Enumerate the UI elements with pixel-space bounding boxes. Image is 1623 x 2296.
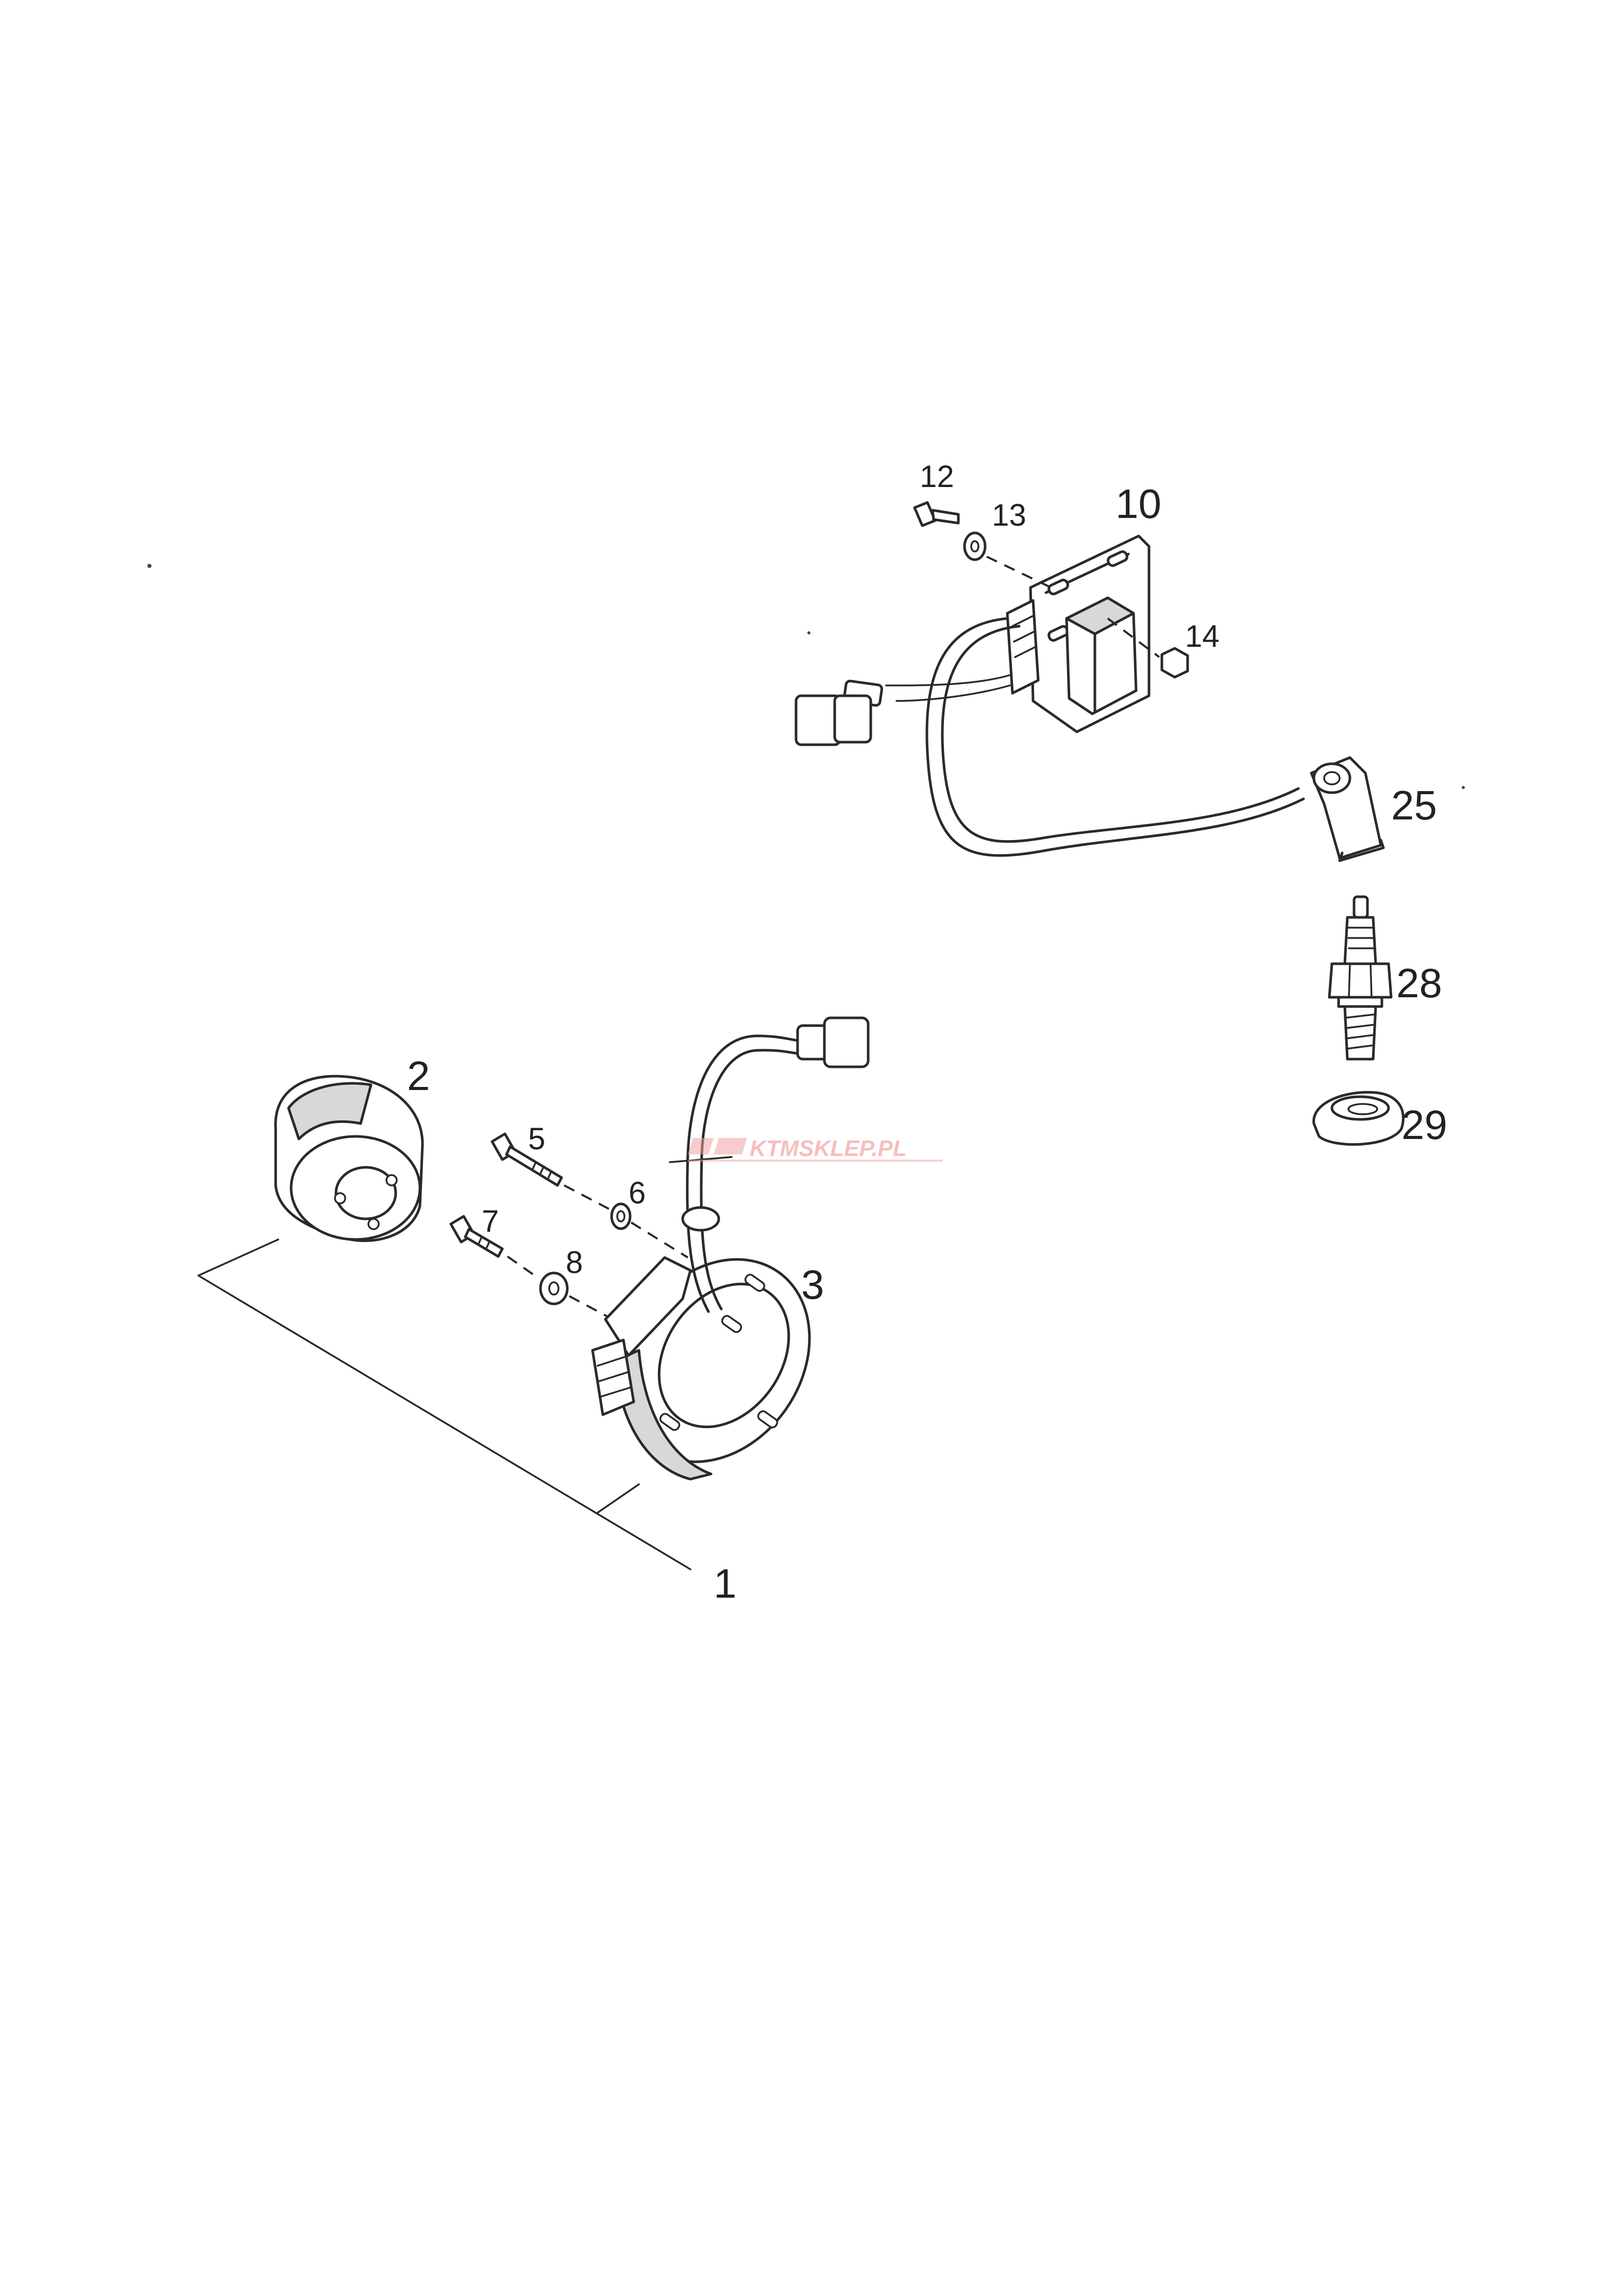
part-5-bolt	[491, 1132, 563, 1187]
part-28-spark-plug	[1328, 895, 1393, 1061]
part-13-washer	[963, 531, 987, 561]
label-part-25: 25	[1391, 782, 1437, 828]
label-part-2: 2	[407, 1053, 430, 1099]
label-part-13: 13	[992, 498, 1026, 532]
label-part-8: 8	[566, 1245, 583, 1280]
assembly-1-bracket	[197, 1238, 691, 1570]
part-6-washer	[610, 1202, 632, 1230]
part-12-bolt	[913, 501, 960, 527]
part-3-stator	[591, 1016, 870, 1481]
part-8-washer	[539, 1271, 569, 1305]
speck	[147, 564, 151, 568]
label-part-10: 10	[1115, 481, 1161, 527]
label-part-28: 28	[1396, 960, 1442, 1006]
label-part-3: 3	[801, 1262, 824, 1308]
ignition-coil-assembly	[794, 501, 1305, 857]
part-7-bolt	[449, 1215, 504, 1258]
watermark-logo: KTMSKLEP.PL	[688, 1136, 943, 1162]
part-2-rotor	[274, 1075, 424, 1242]
label-part-1: 1	[714, 1561, 737, 1606]
label-part-29: 29	[1401, 1102, 1447, 1148]
watermark-text: KTMSKLEP.PL	[750, 1136, 907, 1161]
part-25-spark-plug-cap	[1310, 756, 1385, 862]
speck	[1462, 786, 1465, 789]
speck	[807, 631, 810, 634]
label-part-12: 12	[920, 459, 954, 494]
label-part-14: 14	[1185, 619, 1220, 653]
part-14-nut	[1160, 647, 1189, 679]
label-part-7: 7	[482, 1204, 499, 1238]
label-part-6: 6	[629, 1176, 646, 1210]
label-part-5: 5	[528, 1121, 545, 1156]
part-29-seal	[1312, 1091, 1405, 1146]
